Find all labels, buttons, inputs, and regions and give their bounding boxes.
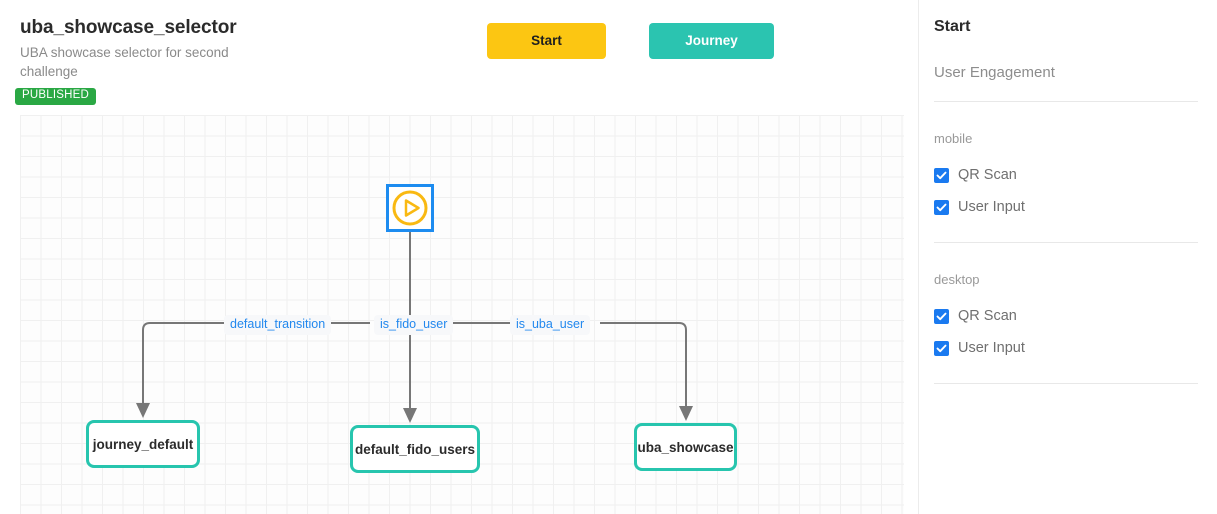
checkbox-row-desktop-qr-scan[interactable]: QR Scan [934,308,1017,324]
start-button[interactable]: Start [487,23,606,59]
sidebar-title: Start [934,18,971,35]
header-actions: Start Journey [487,23,774,59]
properties-sidebar: Start User Engagement mobile QR Scan Use… [918,0,1217,514]
sidebar-divider [934,383,1198,384]
sidebar-group-label-mobile: mobile [934,131,973,146]
checkbox-label: QR Scan [958,167,1017,183]
sidebar-group-label-desktop: desktop [934,272,980,287]
node-uba-showcase[interactable]: uba_showcase [634,423,737,471]
play-icon [391,189,429,227]
checkbox-row-mobile-qr-scan[interactable]: QR Scan [934,167,1017,183]
node-journey-default[interactable]: journey_default [86,420,200,468]
edge-label-default-transition[interactable]: default_transition [224,315,332,335]
checkbox-row-mobile-user-input[interactable]: User Input [934,199,1025,215]
checkbox-checked-icon[interactable] [934,340,949,356]
checkbox-checked-icon[interactable] [934,167,949,183]
edge-label-is-fido-user[interactable]: is_fido_user [374,315,454,335]
sidebar-divider [934,101,1198,102]
header-bar: uba_showcase_selector UBA showcase selec… [0,0,918,112]
checkbox-checked-icon[interactable] [934,199,949,215]
checkbox-checked-icon[interactable] [934,308,949,324]
sidebar-divider [934,242,1198,243]
flow-canvas[interactable]: default_transition is_fido_user is_uba_u… [20,115,904,514]
checkbox-label: QR Scan [958,308,1017,324]
checkbox-row-desktop-user-input[interactable]: User Input [934,340,1025,356]
sidebar-subtitle: User Engagement [934,64,1055,81]
checkbox-label: User Input [958,340,1025,356]
node-start[interactable] [386,184,434,232]
page-subtitle: UBA showcase selector for second challen… [20,45,229,79]
status-badge: PUBLISHED [15,88,96,105]
journey-button[interactable]: Journey [649,23,774,59]
edge-label-is-uba-user[interactable]: is_uba_user [510,315,591,335]
node-default-fido-users[interactable]: default_fido_users [350,425,480,473]
page-title: uba_showcase_selector [20,17,237,38]
checkbox-label: User Input [958,199,1025,215]
